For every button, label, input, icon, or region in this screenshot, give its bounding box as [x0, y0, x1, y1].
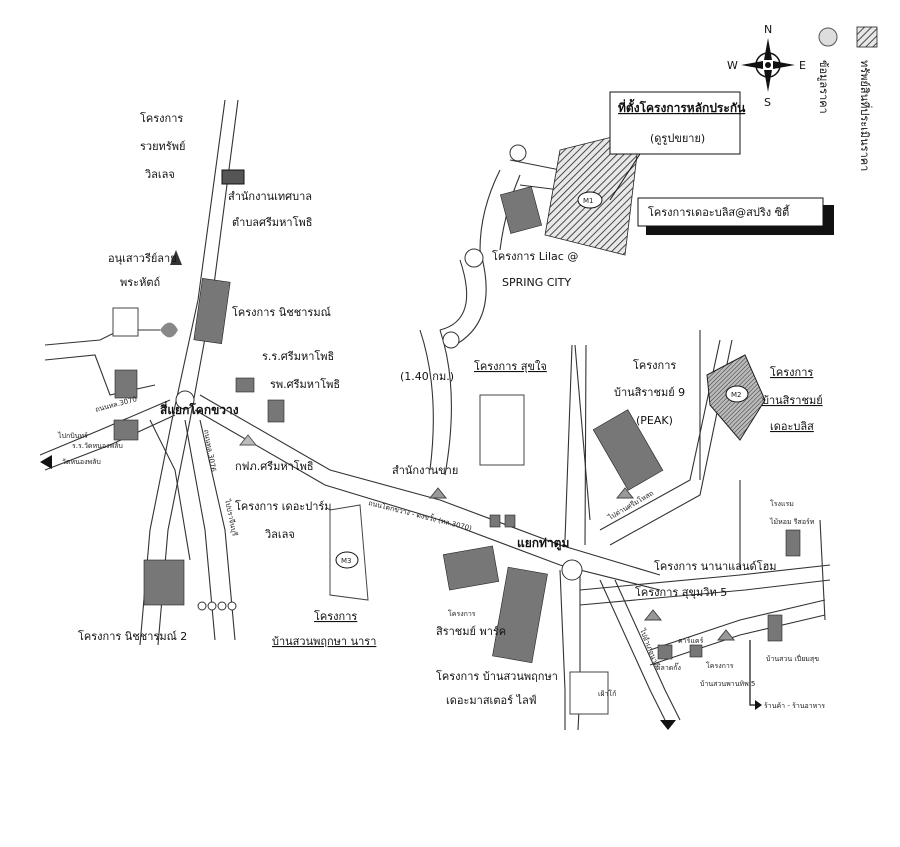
label-school: ร.ร.ศรีมหาโพธิ: [262, 349, 334, 363]
main-project-sub: (ดูรูปขยาย): [650, 132, 705, 145]
label-the-palm-1: โครงการ เดอะปาร์ม: [235, 499, 332, 513]
label-m3-1: โครงการ: [314, 609, 357, 623]
legend-hatch-label: ทรัพย์สินที่ประเมินราคา: [858, 60, 873, 171]
label-wat-2: วัดหนองพลับ: [62, 458, 101, 466]
label-the-palm-2: วิลเลจ: [264, 528, 295, 541]
municipal-office-icon: [221, 169, 245, 185]
label-siriram-park-2: สิราชมย์ พาร์ค: [436, 625, 506, 638]
house-icon-bansuan5: [716, 629, 736, 641]
house-icon-sukhumvit: [643, 609, 663, 621]
arrow-right-icon: [755, 700, 762, 710]
label-ban-suan-pleasure: บ้านสวน เปี่ยมสุข: [766, 654, 819, 663]
label-monument-2: พระหัตถ์: [120, 276, 160, 289]
label-market: ตลาดกั๊ง: [656, 662, 681, 672]
label-to-kabin: ไปกบินทร์: [57, 431, 88, 440]
label-hotel-2: ไม้หอม รีสอร์ท: [769, 517, 815, 526]
house-icon-sales: [428, 487, 448, 499]
compass-w: W: [727, 59, 738, 72]
legend-circle-label: ข้อมูลราคา: [817, 60, 830, 114]
label-lilac-2: SPRING CITY: [502, 276, 571, 289]
label-rich-village-2: รวยทรัพย์: [140, 140, 185, 153]
label-nichcharamanee2: โครงการ นิชชารมณ์ 2: [78, 629, 187, 643]
label-municipal-2: ตำบลศรีมหาโพธิ: [232, 215, 313, 229]
label-siriram-park-1: โครงการ: [448, 609, 476, 618]
label-nana: โครงการ นานาแลนด์โฮม: [654, 559, 777, 573]
compass-icon: N S W E: [727, 23, 806, 109]
main-project-callout: ที่ตั้งโครงการหลักประกัน (ดูรูปขยาย): [609, 91, 746, 201]
label-distance: (1.40 กม.): [400, 370, 454, 383]
arrow-down-icon: [660, 720, 676, 730]
label-road-vertical: ถนนทล.3076: [202, 429, 217, 473]
label-sukjai: โครงการ สุขใจ: [474, 359, 547, 373]
label-tha-tum: แยกท่าตูม: [517, 536, 569, 551]
house-icon-kfp: [238, 434, 258, 446]
m2-label: M2: [731, 391, 742, 399]
label-intersection-left: สี่แยกโคกขวาง: [160, 401, 239, 417]
subdivision-blocks: [112, 186, 801, 715]
direction-arrows: [40, 455, 762, 730]
label-m2-3: เดอะบลิส: [770, 420, 814, 433]
roundabouts: [175, 144, 583, 581]
arrow-left-icon: [40, 455, 52, 469]
compass-n: N: [764, 23, 772, 36]
label-lilac-1: โครงการ Lilac @: [492, 249, 578, 263]
label-hotel-1: โรงแรม: [770, 499, 794, 508]
the-bliss-box: โครงการเดอะบลิส@สปริง ซิตี้: [637, 197, 834, 235]
label-sukhumvit5: โครงการ สุขุมวิท 5: [635, 585, 727, 599]
house-icon-peak: [615, 487, 635, 499]
label-siriram9-2: บ้านสิราชมย์ 9: [614, 386, 685, 399]
label-rich-village-1: โครงการ: [140, 111, 183, 125]
label-carefour: คาร์แคร์: [678, 637, 704, 645]
appraised-property-icon: [856, 26, 878, 48]
label-wat-1: ร.ร.วัดหนองพลับ: [72, 442, 123, 450]
legend: N S W E ข้อมูลราคา ทรัพย์สินที่ประเมินรา…: [727, 23, 878, 171]
m1-label: M1: [583, 197, 594, 205]
label-m2-1: โครงการ: [770, 365, 813, 379]
label-rich-village-3: วิลเลจ: [144, 168, 175, 181]
label-road-3070: ถนนโคกขวาง - ดงขวั้ง (ทล.3070): [368, 496, 474, 532]
label-shops: ร้านค้า - ร้านอาหาร: [764, 702, 825, 710]
monument-icon: [170, 250, 182, 265]
label-kaoko: เฝ้าโก้: [598, 689, 616, 698]
label-ban-suan-life-1: โครงการ บ้านสวนพฤกษา: [436, 669, 558, 683]
label-siriram9-3: (PEAK): [636, 414, 673, 427]
label-municipal-1: สำนักงานเทศบาล: [228, 190, 312, 203]
label-ban-suan-life-2: เดอะมาสเตอร์ ไลฟ์: [446, 694, 537, 707]
label-monument-1: อนุเสาวรีย์ลาย: [108, 252, 177, 265]
label-ban-suan-5-2: บ้านสวนพานทิพ 5: [700, 680, 755, 688]
price-data-icon: [818, 27, 838, 47]
compass-e: E: [799, 59, 806, 72]
label-m3-2: บ้านสวนพฤกษา นารา: [272, 635, 376, 648]
label-nichcharamanee: โครงการ นิชชารมณ์: [232, 305, 331, 319]
label-m2-2: บ้านสิราชมย์: [762, 394, 823, 407]
m3-label: M3: [341, 557, 352, 565]
label-hospital: รพ.ศรีมหาโพธิ: [270, 377, 340, 391]
label-sales-office: สำนักงานขาย: [392, 464, 458, 477]
the-bliss-label: โครงการเดอะบลิส@สปริง ซิตี้: [648, 204, 790, 219]
label-chaiyaphruek: ไปด่านศรีมโหสถ: [606, 488, 655, 522]
label-kfp: กฟภ.ศรีมหาโพธิ: [235, 459, 314, 473]
main-project-title: ที่ตั้งโครงการหลักประกัน: [618, 98, 746, 115]
label-siriram9-1: โครงการ: [633, 358, 676, 372]
label-ban-suan-5-1: โครงการ: [706, 661, 734, 670]
temple-icon: [160, 322, 178, 338]
poi-icons: [160, 169, 736, 641]
compass-s: S: [764, 96, 771, 109]
